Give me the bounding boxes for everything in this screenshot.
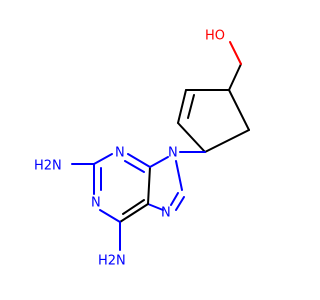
atom-label-n3: N: [115, 146, 125, 161]
bond-n9-c8: [175, 160, 183, 191]
atom-label-oh: HO: [205, 29, 225, 44]
bond-n1-c6: [99, 209, 121, 223]
bond-n3-c2: [93, 153, 113, 165]
bond-c3-c4: [177, 122, 206, 153]
atom-label-n1: N: [91, 196, 101, 211]
bond-c1-c2: [228, 89, 250, 131]
cyclopentene-ring: [177, 41, 250, 153]
atom-label-nh2-left: H2N: [34, 159, 62, 174]
bond-c8-n7-double: [170, 192, 179, 206]
bond-c4-n3: [127, 153, 151, 168]
purine-ring: [71, 153, 185, 251]
bond-ch2-oh: [229, 41, 242, 65]
bond-c5-c4: [147, 166, 151, 205]
bond-c6-c5-double: [122, 199, 145, 215]
bond-c1-ch2: [228, 63, 242, 91]
atom-label-nh2-bottom: H2N: [98, 254, 126, 269]
bond-c4-c5-double: [187, 94, 195, 119]
atom-label-n9: N: [168, 146, 178, 161]
bond-c4-n9: [149, 156, 169, 168]
molecule-structure-diagram: HO N N N N H2N H2N: [34, 29, 250, 269]
bond-c6-c5: [119, 203, 149, 223]
bond-c4-n3-double: [124, 160, 145, 173]
bond-c4-c5: [177, 89, 187, 124]
atom-label-n7: N: [161, 206, 171, 221]
bond-n7-c5: [147, 203, 164, 211]
bond-c8-n7: [175, 196, 185, 211]
bond-c2-c3: [204, 129, 250, 153]
